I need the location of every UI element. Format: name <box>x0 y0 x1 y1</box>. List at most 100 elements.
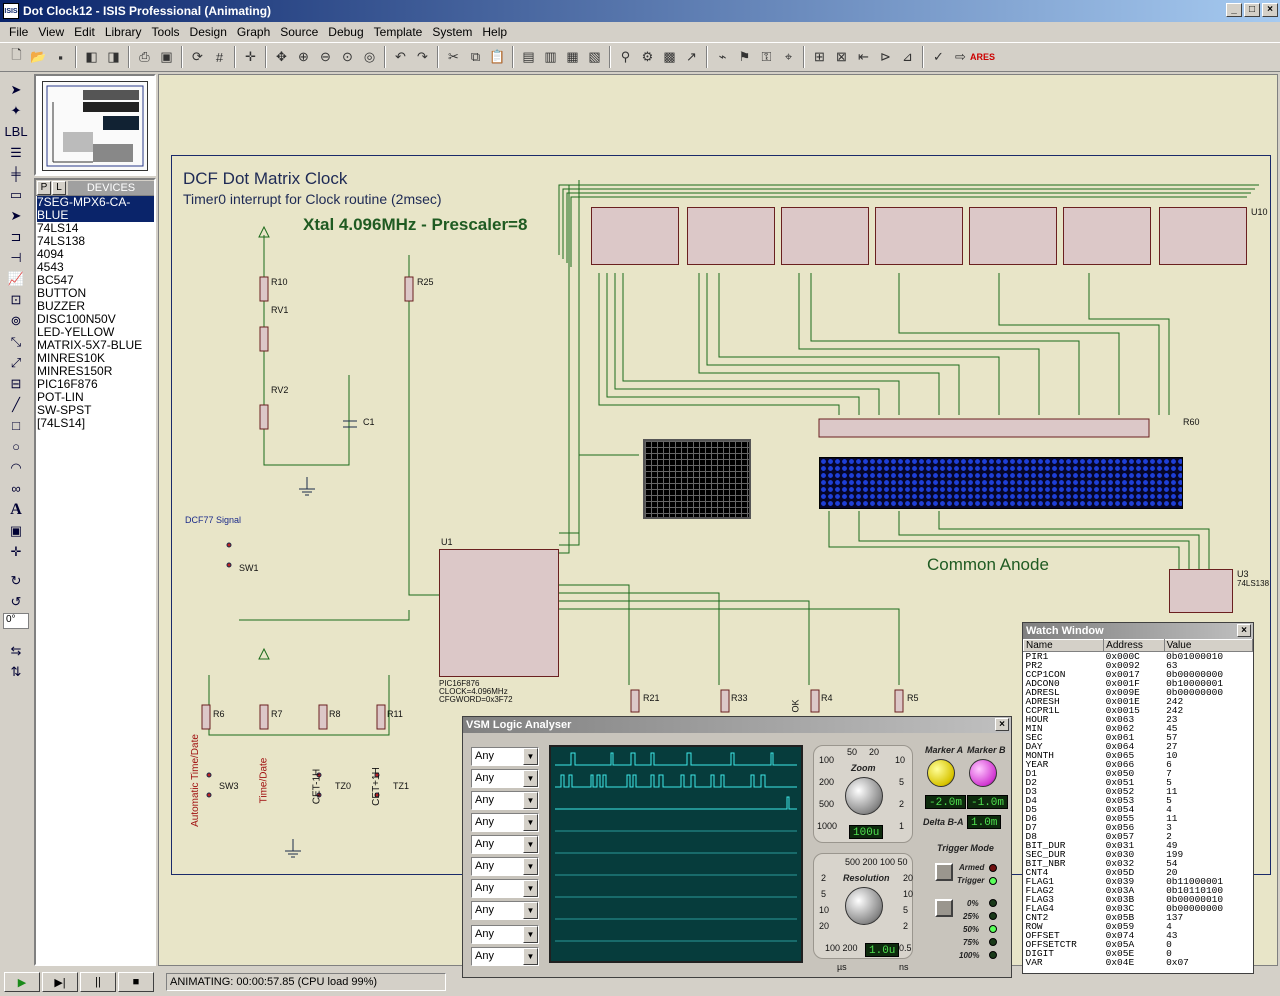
selection-mode-icon[interactable]: ➤ <box>10 81 22 97</box>
device-item[interactable]: 74LS14 <box>37 221 79 235</box>
shift-register-chip[interactable] <box>781 207 869 265</box>
dropdown-arrow-icon[interactable]: ▼ <box>523 858 538 875</box>
text-script-icon[interactable]: ☰ <box>10 144 22 160</box>
undo-icon[interactable]: ↶ <box>395 49 406 64</box>
generator-icon[interactable]: ⊚ <box>10 312 22 328</box>
search-tag-icon[interactable]: ⚑ <box>738 49 751 64</box>
line-icon[interactable]: ╱ <box>12 396 20 412</box>
graph-mode-icon[interactable]: 📈 <box>7 270 25 286</box>
wire-autorouter-icon[interactable]: ⌁ <box>718 49 727 64</box>
netlist-icon[interactable]: ⊳ <box>880 49 891 64</box>
channel-select[interactable]: Any▼ <box>471 879 539 898</box>
pause-button[interactable]: || <box>80 972 116 992</box>
current-probe-icon[interactable]: ⤢ <box>10 354 22 370</box>
matrix-5x7-display[interactable] <box>643 439 751 519</box>
watch-close-button[interactable]: × <box>1237 624 1251 637</box>
device-item[interactable]: BUZZER <box>37 299 85 313</box>
column-address[interactable]: Address <box>1103 639 1165 652</box>
shift-register-chip[interactable] <box>1159 207 1247 265</box>
copy-icon[interactable]: ⧉ <box>470 49 481 64</box>
marker-icon[interactable]: ✛ <box>10 543 22 559</box>
tape-recorder-icon[interactable]: ⊡ <box>10 291 22 307</box>
box-icon[interactable]: □ <box>12 418 20 433</box>
menu-edit[interactable]: Edit <box>74 25 95 39</box>
play-button[interactable]: ▶ <box>4 972 40 992</box>
dropdown-arrow-icon[interactable]: ▼ <box>523 770 538 787</box>
library-manager-button[interactable]: L <box>52 180 66 195</box>
dropdown-arrow-icon[interactable]: ▼ <box>523 748 538 765</box>
vsm-close-button[interactable]: × <box>995 718 1009 731</box>
isis-app-icon[interactable]: ISIS <box>3 3 19 19</box>
path-icon[interactable]: ∞ <box>11 481 21 496</box>
remove-sheet-icon[interactable]: ⊠ <box>836 49 847 64</box>
rotate-cw-icon[interactable]: ↻ <box>10 572 22 588</box>
overview-window[interactable] <box>34 74 156 176</box>
redraw-icon[interactable]: ⟳ <box>192 49 203 64</box>
symbol-icon[interactable]: ▣ <box>9 522 23 538</box>
origin-icon[interactable]: ✛ <box>245 49 256 64</box>
device-item[interactable]: 7SEG-MPX6-CA-BLUE <box>37 196 154 222</box>
channel-select[interactable]: Any▼ <box>471 747 539 766</box>
dropdown-arrow-icon[interactable]: ▼ <box>523 836 538 853</box>
trigger-position-button[interactable] <box>935 899 953 917</box>
arc-icon[interactable]: ◠ <box>10 459 22 475</box>
circle-icon[interactable]: ○ <box>12 439 20 454</box>
menu-debug[interactable]: Debug <box>328 25 364 39</box>
menu-file[interactable]: File <box>9 25 29 39</box>
close-button[interactable]: × <box>1262 3 1278 17</box>
new-sheet-icon[interactable]: ⊞ <box>814 49 825 64</box>
shift-register-chip[interactable] <box>1063 207 1151 265</box>
paste-icon[interactable]: 📋 <box>489 49 506 64</box>
menu-tools[interactable]: Tools <box>151 25 180 39</box>
marker-b-knob[interactable] <box>969 759 997 787</box>
pic16f876-chip[interactable] <box>439 549 559 677</box>
resolution-knob[interactable] <box>845 887 883 925</box>
device-item[interactable]: PIC16F876 <box>37 377 98 391</box>
rotate-ccw-icon[interactable]: ↺ <box>10 593 22 609</box>
rotation-angle-field[interactable]: 0° <box>3 613 29 629</box>
pan-icon[interactable]: ✥ <box>276 49 287 64</box>
step-button[interactable]: ▶| <box>42 972 78 992</box>
dropdown-arrow-icon[interactable]: ▼ <box>523 880 538 897</box>
zoom-knob[interactable] <box>845 777 883 815</box>
block-rotate-icon[interactable]: ▦ <box>566 49 579 64</box>
electrical-rules-icon[interactable]: ✓ <box>933 49 944 64</box>
junction-icon[interactable]: ✦ <box>10 102 22 118</box>
watch-window-titlebar[interactable]: Watch Window × <box>1023 623 1253 639</box>
dropdown-arrow-icon[interactable]: ▼ <box>523 948 538 965</box>
dropdown-arrow-icon[interactable]: ▼ <box>523 792 538 809</box>
menu-graph[interactable]: Graph <box>236 25 271 39</box>
block-delete-icon[interactable]: ▧ <box>588 49 601 64</box>
device-item[interactable]: MATRIX-5X7-BLUE <box>37 338 143 352</box>
wire-label-icon[interactable]: LBL <box>4 124 28 139</box>
device-item[interactable]: BUTTON <box>37 286 87 300</box>
open-file-icon[interactable]: 📂 <box>30 49 47 64</box>
menu-system[interactable]: System <box>432 25 473 39</box>
stop-button[interactable]: ■ <box>118 972 154 992</box>
zoom-out-icon[interactable]: ⊖ <box>320 49 331 64</box>
channel-select[interactable]: Any▼ <box>471 791 539 810</box>
device-item[interactable]: DISC100N50V <box>37 312 116 326</box>
channel-select[interactable]: Any▼ <box>471 857 539 876</box>
grid-icon[interactable]: # <box>215 49 224 65</box>
